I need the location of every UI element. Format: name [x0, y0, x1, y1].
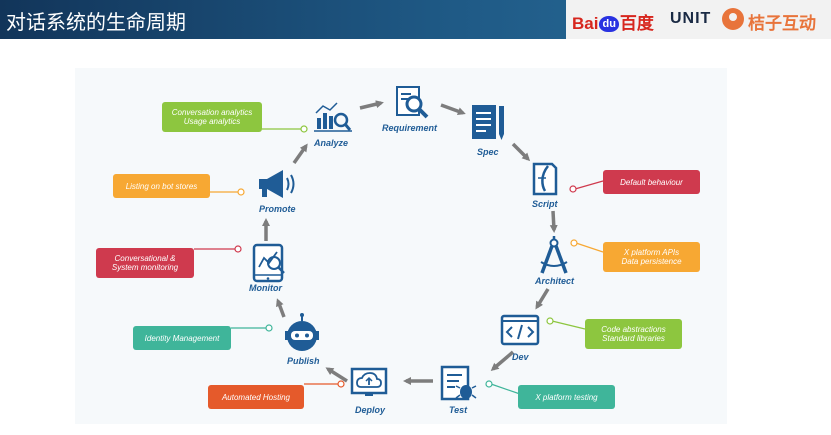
- bug-checklist-icon: [440, 365, 477, 401]
- arrow-spec-script: [511, 142, 531, 162]
- baidu-logo-text-right: 百度: [619, 14, 654, 33]
- connector-dot-default: [569, 185, 577, 193]
- stage-label-publish: Publish: [287, 356, 320, 366]
- note-xplatform-api-line-1: X platform APIs: [623, 248, 680, 257]
- arrow-dev-test: [490, 350, 515, 371]
- note-identity: Identity Management: [133, 326, 231, 350]
- arrow-architect-dev: [535, 288, 550, 310]
- note-monitoring-line-2: System monitoring: [111, 263, 179, 272]
- note-xplatform-api-line-2: Data persistence: [621, 257, 682, 266]
- stage-label-monitor: Monitor: [249, 283, 282, 293]
- stage-label-test: Test: [449, 405, 468, 415]
- note-code-line-2: Standard libraries: [602, 334, 665, 343]
- stage-label-promote: Promote: [259, 204, 296, 214]
- magnifier-document-icon: [396, 86, 429, 119]
- stage-label-dev: Dev: [512, 352, 529, 362]
- connector-dot-xtest: [485, 380, 493, 388]
- connector-dot-xplatform-api: [570, 239, 578, 247]
- connector-code: [551, 320, 586, 330]
- arrow-analyze-requirement: [359, 100, 384, 110]
- note-listing-line-1: Listing on bot stores: [125, 181, 198, 191]
- arrow-promote-analyze: [292, 143, 308, 165]
- connector-dot-monitoring: [234, 245, 242, 253]
- stage-label-analyze: Analyze: [314, 138, 349, 148]
- juzi-logo-icon: [722, 8, 744, 30]
- juzi-logo-text: 桔子互动: [748, 14, 816, 34]
- connector-dot-listing: [237, 188, 245, 196]
- robot-head-icon: [285, 313, 319, 351]
- connector-dot-hosting: [337, 380, 345, 388]
- stage-label-requirement: Requirement: [382, 123, 438, 133]
- note-code-line-1: Code abstractions: [601, 325, 666, 334]
- baidu-logo-text-left: Bai: [572, 14, 599, 33]
- connector-xplatform-api: [575, 242, 604, 253]
- code-icon: [500, 314, 540, 346]
- document-pen-icon: [472, 105, 504, 140]
- page-title: 对话系统的生命周期: [6, 10, 186, 34]
- analytics-icon: [314, 102, 352, 132]
- note-analytics-line-1: Conversation analytics: [171, 108, 253, 117]
- megaphone-icon: [259, 170, 295, 198]
- stage-label-script: Script: [532, 199, 558, 209]
- cloud-upload-icon: [350, 367, 388, 396]
- baidu-paw-icon: du: [599, 16, 619, 32]
- note-listing: Listing on bot stores: [113, 174, 210, 198]
- note-analytics-line-2: Usage analytics: [183, 117, 241, 126]
- stage-label-spec: Spec: [477, 147, 499, 157]
- tablet-chart-icon: [252, 243, 285, 283]
- unit-logo: UNIT: [670, 10, 712, 27]
- note-monitoring-line-1: Conversational &: [114, 254, 176, 263]
- stage-label-architect: Architect: [535, 276, 575, 286]
- arrow-publish-monitor: [276, 298, 286, 318]
- note-xtest-line-1: X platform testing: [535, 392, 598, 402]
- arrow-requirement-spec: [440, 103, 466, 116]
- arrow-deploy-publish: [325, 367, 348, 383]
- note-default: Default behaviour: [603, 170, 700, 194]
- stage-label-deploy: Deploy: [355, 405, 386, 415]
- compass-icon: [540, 236, 568, 274]
- connector-dot-identity: [265, 324, 273, 332]
- script-page-icon: [532, 162, 558, 196]
- connector-dot-analytics: [300, 125, 308, 133]
- note-hosting: Automated Hosting: [208, 385, 304, 409]
- connector-dot-code: [546, 317, 554, 325]
- arrow-script-architect: [549, 210, 558, 233]
- connector-default: [574, 180, 604, 190]
- note-identity-line-1: Identity Management: [144, 333, 220, 343]
- note-xtest: X platform testing: [518, 385, 615, 409]
- connector-xtest: [490, 383, 521, 395]
- note-default-line-1: Default behaviour: [620, 177, 683, 187]
- note-monitoring: Conversational &System monitoring: [96, 248, 194, 278]
- note-hosting-line-1: Automated Hosting: [221, 392, 291, 402]
